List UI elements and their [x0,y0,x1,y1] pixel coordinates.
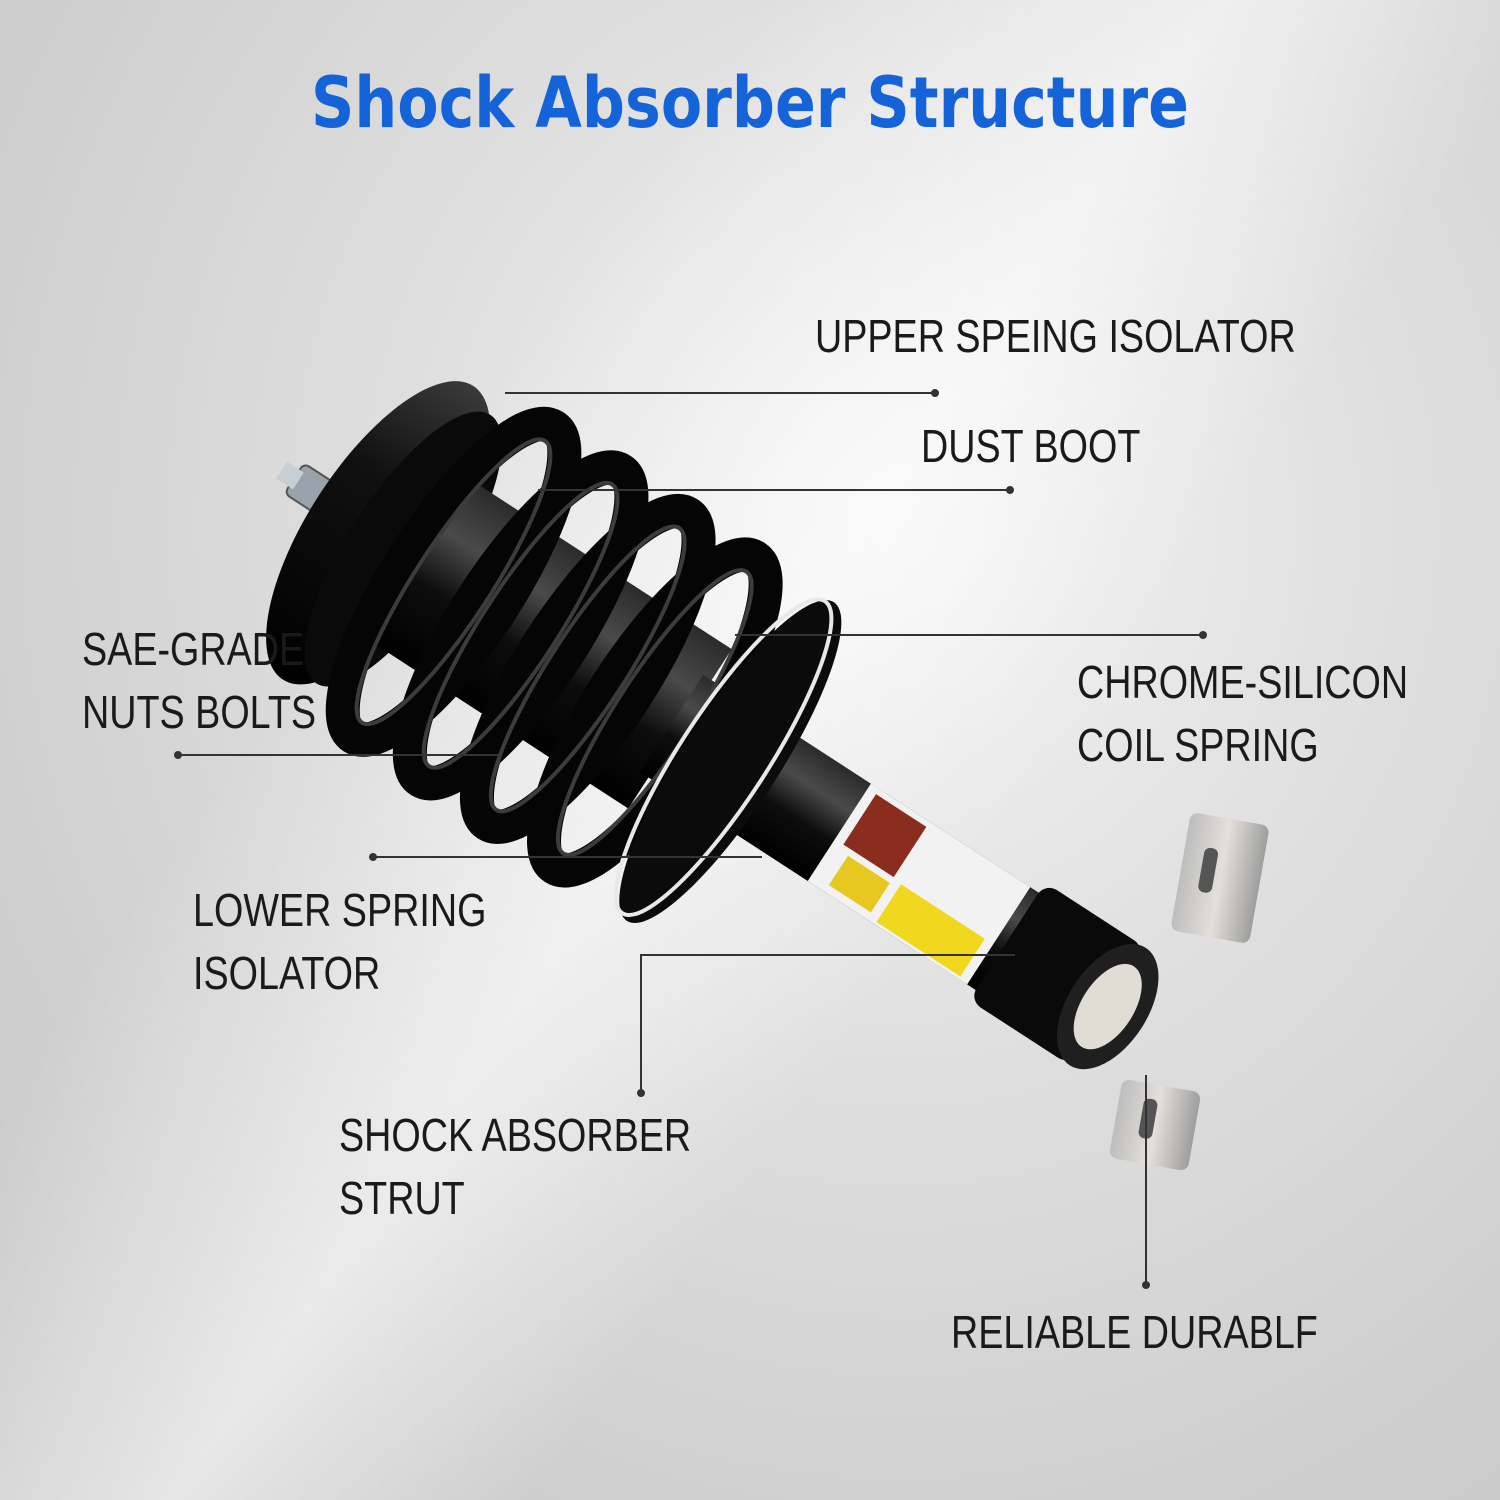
label-lower-isolator-line1: LOWER SPRING [193,884,487,936]
lower-isolator-shape [619,600,842,923]
strut-assembly [266,381,1159,1070]
label-strut-line2: STRUT [339,1172,465,1224]
warning-label-icon [807,783,1031,985]
label-lower-isolator-line2: ISOLATOR [193,947,381,999]
lower-bushing-shape [974,887,1159,1070]
label-upper-spring-isolator: UPPER SPEING ISOLATOR [815,310,1296,362]
label-coil-spring-line1: CHROME-SILICON [1077,656,1409,708]
label-strut-line1: SHOCK ABSORBER [339,1109,692,1161]
label-coil-spring-line2: COIL SPRING [1077,719,1319,771]
label-reliable-durable: RELIABLE DURABLF [951,1306,1318,1358]
label-dust-boot: DUST BOOT [921,420,1141,472]
label-nuts-bolts-line1: SAE-GRADE [82,623,305,675]
leader-lines [174,389,1207,1289]
page-title: Shock Absorber Structure [311,62,1189,144]
mount-bracket-icon [1109,813,1269,1171]
label-nuts-bolts-line2: NUTS BOLTS [82,686,317,738]
